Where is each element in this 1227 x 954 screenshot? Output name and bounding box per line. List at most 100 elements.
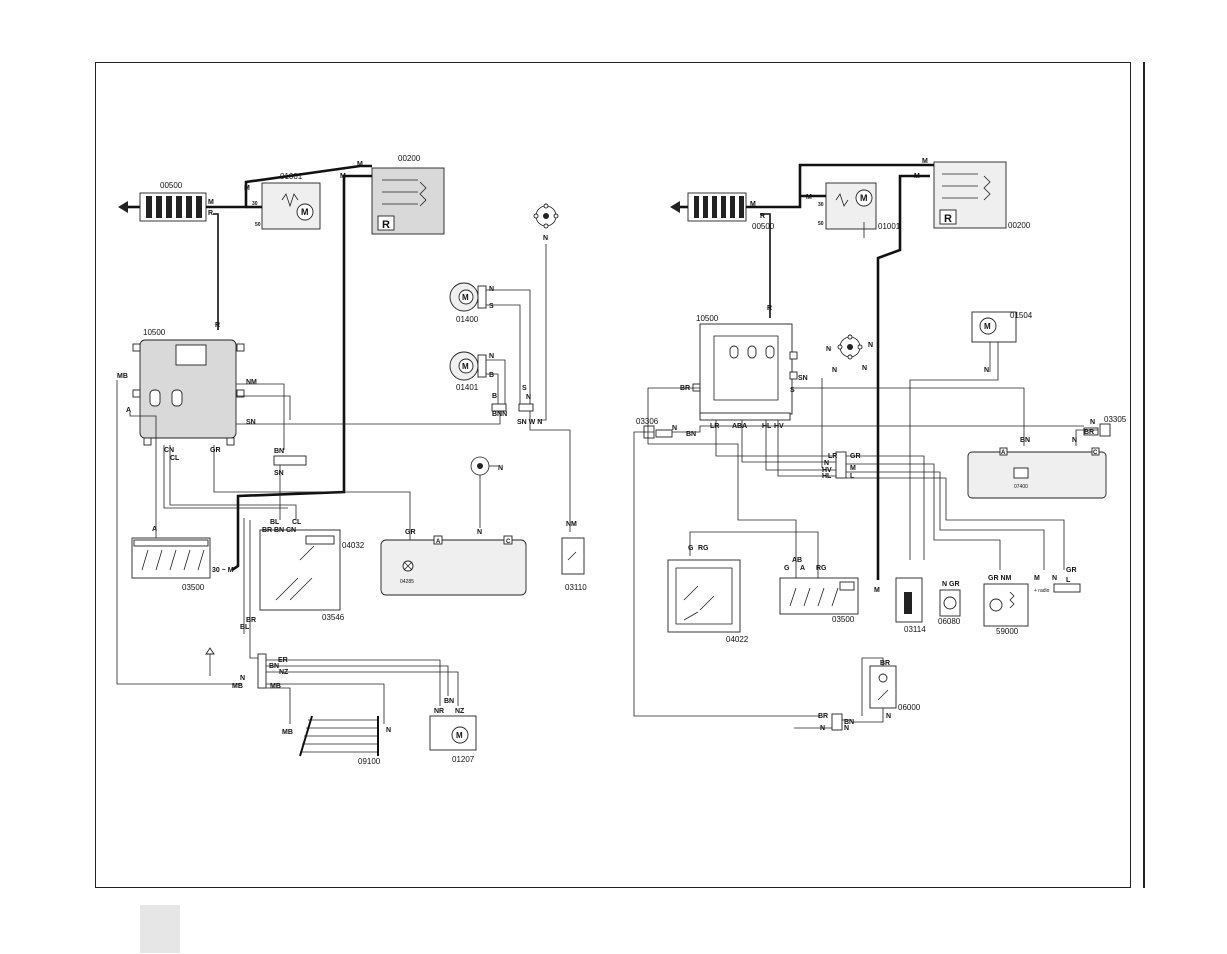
wire-lr: LR [710,423,719,430]
wire-n-lamp: N [477,529,482,536]
rear-screen-heater-09100: 09100 [299,715,381,766]
right-diagram: 00500 M R M 01001 M 30 50 R 00200 M M [633,158,1127,732]
code-59000: 59000 [996,627,1019,636]
switch-03500-left: 03500 [131,537,211,592]
wire-cl-left: CL [170,455,180,462]
lamp-module-04285: A C 04285 [380,535,527,596]
wire-bn-left-3: BN [269,663,279,670]
wire-n-right-6b: N [1072,437,1077,444]
wire-r-left-2: R [215,322,220,329]
wire-br-right-4: BR [818,713,828,720]
page-edge-rule [1143,62,1145,888]
code-03546: 03546 [322,613,345,622]
wire-nm-03110: NM [566,521,577,528]
pin-a-lamp: A [436,539,441,545]
wire-br-right-2: BR [1084,429,1094,436]
wire-n-right-10: N [820,725,825,732]
wire-gr-left: GR [210,447,221,454]
pin-30-right: 30 [818,202,824,208]
horn-01400-left: M 01400 [449,282,487,324]
code-01207: 01207 [452,755,475,764]
alternator-00200-left: R 00200 [371,154,445,235]
wire-nm-left: NM [246,379,257,386]
wire-s-horn-2: S [522,385,527,392]
code-03500-right: 03500 [832,615,855,624]
connector-03305: 03305 [1083,415,1127,437]
wire-m-right-2: M [806,194,812,201]
wire-a-03500: A [152,526,157,533]
switch-03110: 03110 [561,537,587,592]
wire-m-right-5: M [850,465,856,472]
svg-text:M: M [462,293,469,302]
wire-bn-left-2: BN [274,527,284,534]
unit-59000: 59000 [983,583,1029,636]
battery-00500-left: 00500 [118,181,207,222]
svg-text:M: M [860,193,868,203]
left-diagram: 00500 M R M 01001 M 30 50 R 00200 M M [116,154,587,766]
wire-rg-right-1: RG [698,545,709,552]
wire-lr-2: LR [828,453,837,460]
code-04285: 04285 [400,579,414,585]
wire-l-right-1: L [850,473,855,480]
code-07400: 07400 [1014,484,1028,490]
code-01001-right: 01001 [878,222,901,231]
wire-grnm: GR NM [988,575,1012,582]
wire-n-ground: N [543,235,548,242]
wire-bn-left-1: BN [274,448,284,455]
wire-br-right-1: BR [680,385,690,392]
wire-g-right-2: G [784,565,790,572]
wire-m-right-6: M [874,587,880,594]
svg-text:M: M [462,362,469,371]
battery-00500-right: 00500 [670,192,775,231]
wire-cn-left: CN [164,447,174,454]
wire-n-right-6: N [1090,419,1095,426]
code-03500-left: 03500 [182,583,205,592]
wire-sn-left: SN [246,419,256,426]
wire-br-right-3: BR [880,660,890,667]
wire-m-right-7: M [1034,575,1040,582]
wire-r-left-1: R [208,210,213,217]
svg-text:R: R [944,213,952,225]
wire-er: ER [278,657,288,664]
wire-br-left-1: BR [262,527,272,534]
wire-n-right-5: N [672,425,677,432]
code-00200-right: 00200 [1008,221,1031,230]
wire-l-right-2: L [1066,577,1071,584]
wire-bn-right-1: BN [686,431,696,438]
wire-mb-left-2: MB [232,683,243,690]
switch-06000: 06000 [869,665,921,712]
wire-a-left: A [126,407,131,414]
code-00500-right: 00500 [752,222,775,231]
wire-n-right-9: N [886,713,891,720]
wire-hv-2: HV [822,467,832,474]
wire-n-right-2: N [868,342,873,349]
switch-04022: 04022 [667,559,749,644]
wire-n-horn-a: N [489,286,494,293]
pin-50-left: 50 [255,222,261,228]
wire-cl-left-2: CL [292,519,302,526]
wire-cn-left-2: CN [286,527,296,534]
code-00200-left: 00200 [398,154,421,163]
wire-mb-left-3: MB [270,683,281,690]
wire-n-right-1: N [826,346,831,353]
wire-hl: HL [762,423,772,430]
wire-nz-motor: NZ [455,708,465,715]
wire-nr-motor: NR [434,708,444,715]
code-03114: 03114 [904,625,926,634]
wire-n-heater: N [386,727,391,734]
svg-text:M: M [301,207,309,217]
sensor-06080: 06080 [938,589,961,626]
ground-point-left-top [533,203,559,229]
wire-sn-left-2: SN [274,470,284,477]
switch-03500-right: 03500 [779,577,859,624]
wire-br-left-2: BR [246,617,256,624]
page-number-box [140,905,180,953]
code-01401-left: 01401 [456,383,479,392]
svg-text:R: R [382,219,390,231]
code-03305: 03305 [1104,415,1127,424]
wire-n-mid: N [498,465,503,472]
motor-01504: M 01504 [971,311,1033,343]
wire-g-right-1: G [688,545,694,552]
wire-mb-heater: MB [282,729,293,736]
